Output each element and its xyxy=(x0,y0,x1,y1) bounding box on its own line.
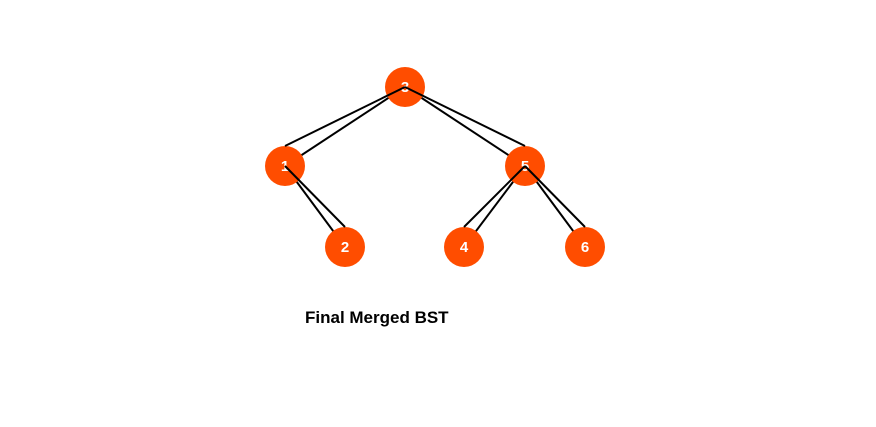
tree-edge-overlay xyxy=(463,165,526,228)
tree-edge-overlay xyxy=(524,165,586,228)
tree-edge xyxy=(404,86,526,167)
node-circle xyxy=(325,227,365,267)
tree-edge-overlay xyxy=(404,86,526,147)
node-circle xyxy=(565,227,605,267)
tree-node-4: 4 xyxy=(444,227,484,267)
node-label: 6 xyxy=(581,239,589,256)
diagram-caption: Final Merged BST xyxy=(305,308,449,327)
node-label: 2 xyxy=(341,239,349,256)
tree-edge xyxy=(284,86,406,167)
node-circle xyxy=(444,227,484,267)
tree-node-6: 6 xyxy=(565,227,605,267)
node-label: 4 xyxy=(460,239,469,256)
tree-edge-overlay xyxy=(284,165,346,228)
tree-edge-overlay xyxy=(284,86,406,147)
tree-node-2: 2 xyxy=(325,227,365,267)
